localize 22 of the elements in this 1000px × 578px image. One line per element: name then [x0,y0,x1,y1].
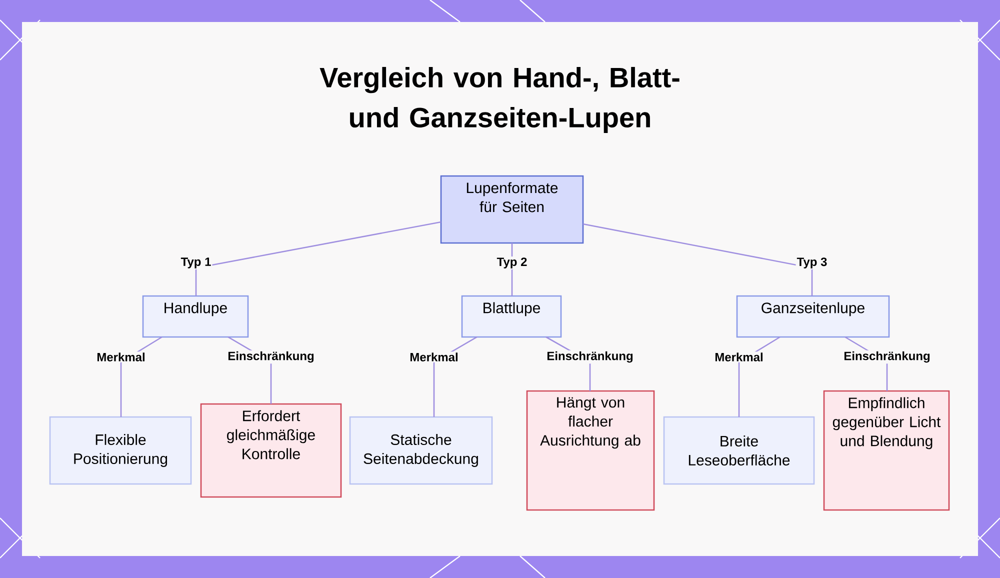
limitation-box: Empfindlich gegenüber Licht und Blendung [823,390,950,511]
edge-label: Einschränkung [226,350,316,364]
root-box: Lupenformate für Seiten [440,175,584,244]
feature-box: Statische Seitenabdeckung [349,416,493,485]
edge-label: Typ 1 [180,256,212,270]
edge-label: Merkmal [96,352,146,362]
limitation-box: Hängt von flacher Ausrichtung ab [526,390,655,511]
title: Vergleich von Hand-, Blatt- und Ganzseiten-Lupen [320,66,680,134]
category-box: Blattlupe [461,295,562,338]
limitation-box: Erfordert gleichmäßige Kontrolle [200,403,342,498]
connector-line [582,223,813,296]
edge-label: Typ 3 [796,256,828,270]
connector-line [195,221,442,296]
category-box: Handlupe [142,295,249,338]
edge-label: Merkmal [408,352,460,362]
feature-box: Breite Leseoberfläche [663,416,815,485]
feature-box: Flexible Positionierung [49,416,192,485]
edge-label: Einschränkung [546,350,634,364]
edge-label: Einschränkung [842,350,932,364]
edge-label: Typ 2 [496,256,528,270]
category-box: Ganzseitenlupe [736,295,890,338]
edge-label: Merkmal [714,352,764,362]
